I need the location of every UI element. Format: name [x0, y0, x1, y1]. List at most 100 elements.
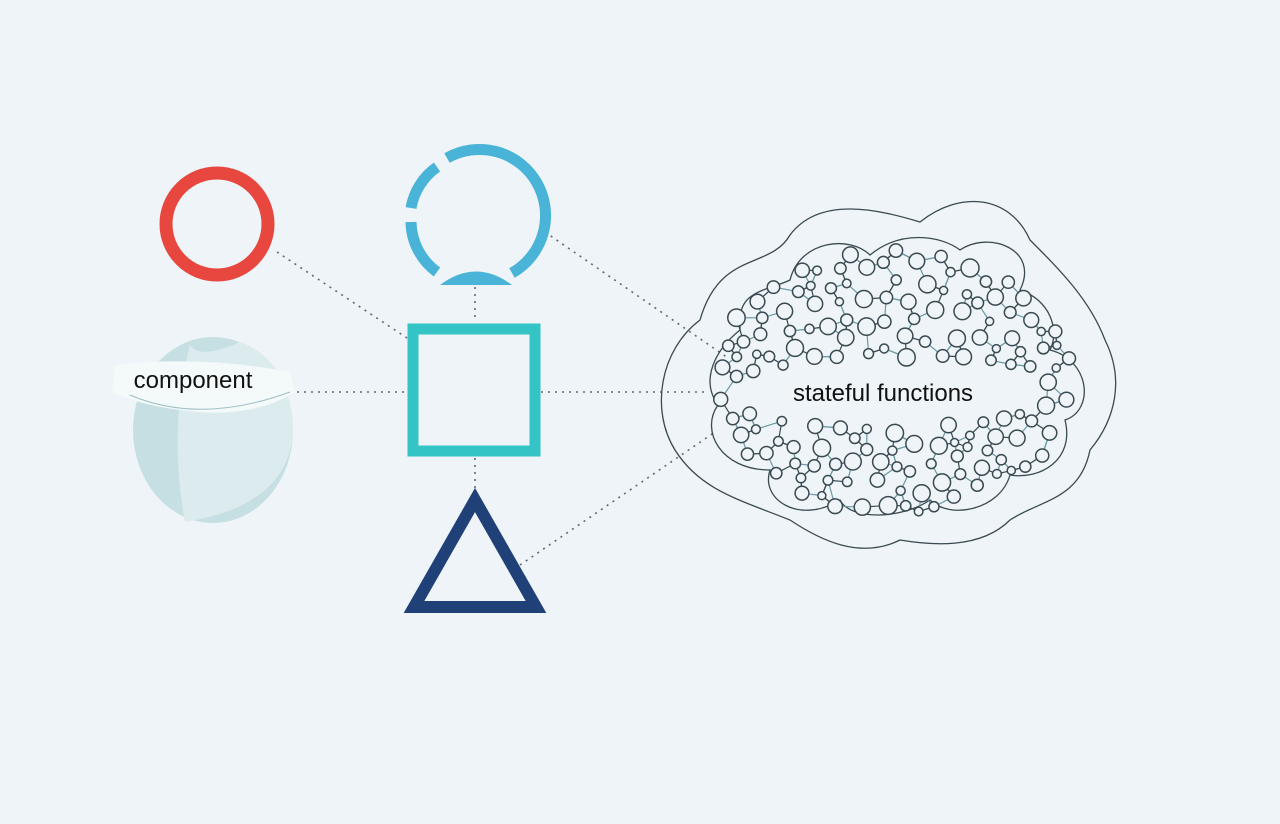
network-node: [954, 467, 967, 481]
network-node: [828, 457, 843, 471]
network-node: [1036, 396, 1056, 415]
network-node: [900, 293, 917, 311]
network-node: [887, 445, 898, 456]
network-node: [777, 359, 789, 371]
network-node: [928, 500, 940, 513]
network-node: [841, 278, 852, 289]
network-node: [918, 274, 937, 294]
network-node: [973, 459, 991, 477]
network-node: [853, 498, 872, 516]
network-node: [987, 428, 1005, 446]
network-node: [869, 472, 886, 488]
network-node: [749, 293, 766, 310]
network-node: [812, 438, 832, 458]
network-node: [785, 338, 805, 358]
network-node: [897, 347, 916, 367]
network-node: [834, 296, 845, 307]
network-node: [1051, 363, 1062, 373]
network-node: [817, 490, 827, 501]
network-node: [918, 335, 932, 349]
network-node: [1015, 289, 1032, 307]
network-node: [960, 258, 980, 278]
network-node: [805, 347, 823, 366]
network-node: [769, 466, 783, 480]
network-node: [775, 302, 794, 321]
network-node: [736, 334, 751, 349]
network-node: [891, 461, 903, 473]
network-node: [759, 445, 774, 461]
network-node: [1014, 345, 1027, 358]
network-node: [858, 258, 876, 276]
network-node: [832, 420, 849, 436]
network-node: [725, 411, 740, 426]
network-node: [714, 359, 731, 376]
network-node: [908, 252, 926, 270]
network-node: [794, 262, 811, 279]
network-node: [888, 243, 904, 259]
network-node: [934, 249, 948, 264]
network-node: [841, 476, 853, 488]
network-node: [742, 406, 758, 422]
network-node: [1008, 429, 1026, 447]
node-network: [713, 243, 1077, 517]
network-node: [979, 275, 993, 288]
network-node: [786, 439, 801, 455]
network-node: [1001, 275, 1016, 290]
network-node: [750, 424, 762, 435]
network-node: [1024, 414, 1039, 428]
network-node: [795, 472, 807, 484]
network-node: [766, 280, 781, 295]
network-node: [822, 474, 834, 486]
network-node: [1018, 460, 1032, 473]
network-node: [721, 339, 735, 353]
network-node: [776, 415, 788, 427]
network-node: [841, 246, 859, 264]
blue-broken-ring-shape: [405, 143, 551, 285]
network-node: [833, 261, 847, 275]
network-node: [1041, 424, 1058, 441]
network-node: [945, 266, 956, 278]
network-node: [947, 329, 967, 348]
network-node: [840, 313, 854, 327]
network-node: [713, 391, 729, 408]
network-node: [824, 281, 838, 295]
network-node: [857, 317, 876, 337]
network-node: [805, 280, 816, 291]
network-node: [970, 478, 984, 492]
network-node: [1036, 341, 1050, 355]
network-node: [1023, 311, 1040, 329]
network-node: [871, 452, 890, 471]
network-node: [836, 328, 855, 347]
network-node: [991, 468, 1003, 480]
network-node: [843, 452, 862, 471]
network-node: [860, 442, 874, 457]
network-node: [829, 349, 845, 365]
network-node: [991, 343, 1002, 354]
network-node: [925, 458, 937, 470]
network-node: [986, 288, 1005, 306]
network-node: [763, 350, 776, 363]
component-label: component: [134, 367, 253, 394]
network-node: [1052, 340, 1062, 351]
network-node: [995, 453, 1008, 466]
network-node: [1039, 373, 1058, 392]
network-node: [1006, 465, 1017, 476]
network-node: [925, 300, 945, 320]
network-node: [950, 449, 965, 463]
network-node: [878, 495, 898, 516]
network-node: [1034, 448, 1050, 463]
cloud-outer-outline: [660, 200, 1117, 549]
network-node: [731, 351, 743, 363]
network-node: [1036, 326, 1047, 337]
network-node: [964, 430, 975, 441]
network-node: [896, 327, 914, 345]
network-node: [876, 255, 891, 270]
network-node: [971, 329, 989, 346]
network-node: [981, 444, 994, 457]
network-node: [807, 459, 822, 473]
network-node: [791, 285, 805, 299]
network-node: [732, 426, 750, 444]
network-node: [729, 369, 744, 384]
network-node: [862, 347, 875, 360]
